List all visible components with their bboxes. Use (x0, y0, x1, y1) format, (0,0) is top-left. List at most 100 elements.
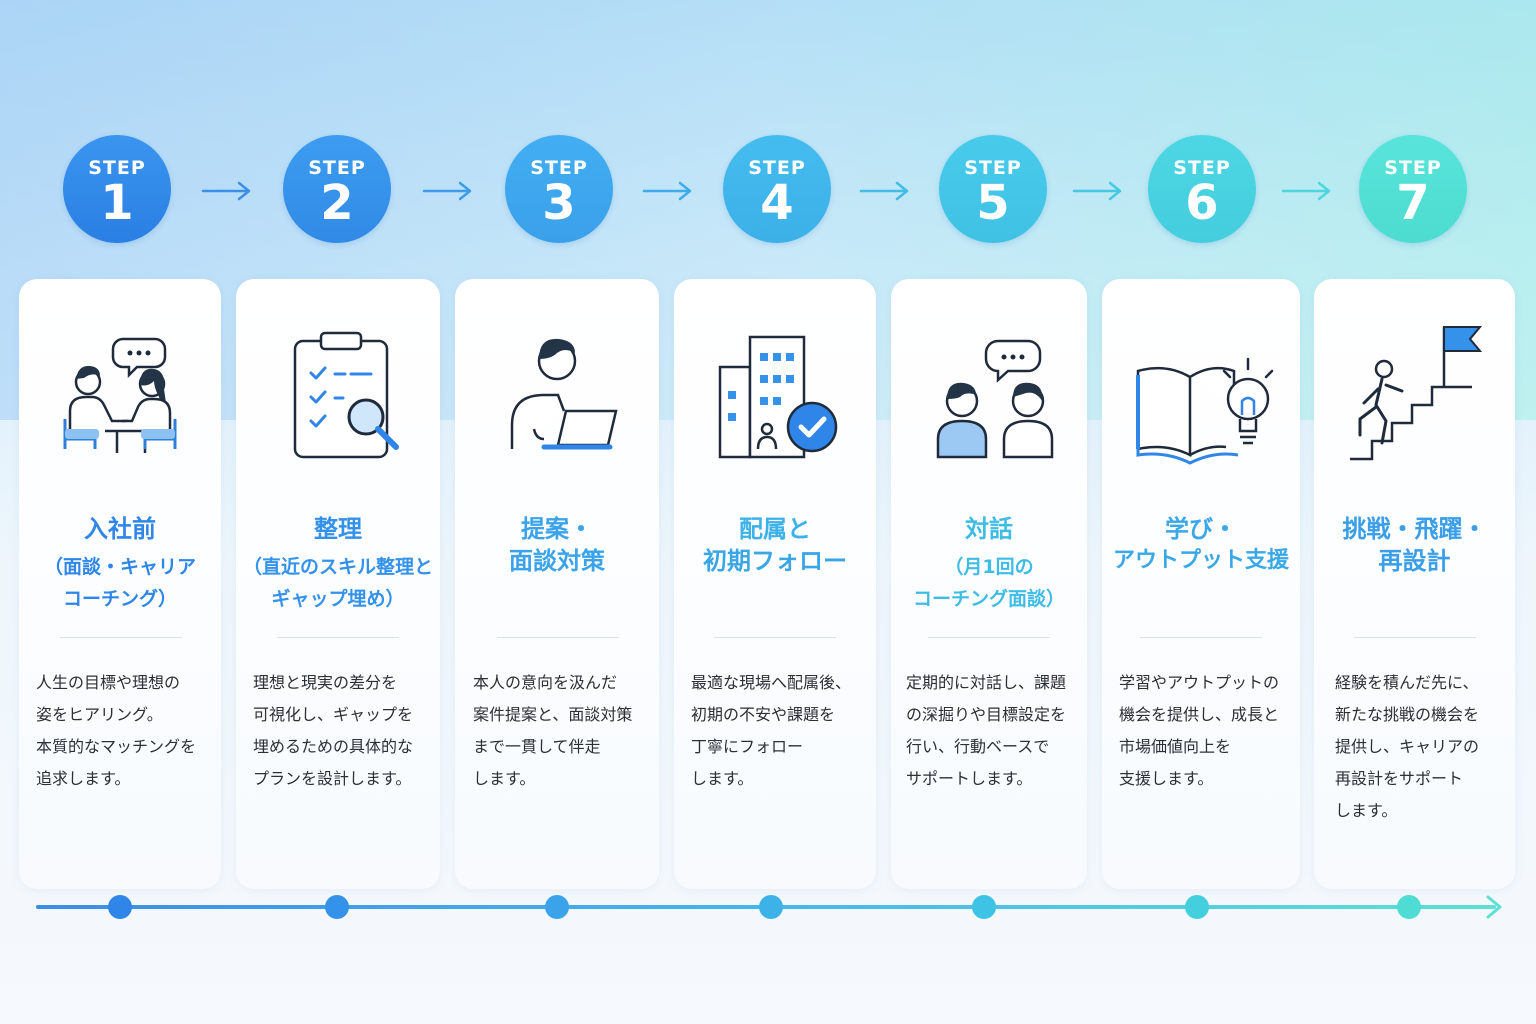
desc-line: まで一貫して伴走 (473, 737, 601, 756)
step-circle-2: STEP 2 (283, 135, 391, 243)
step-title: 挑戦・飛躍・ (1342, 515, 1487, 543)
step-label: STEP (1384, 157, 1442, 179)
step-subtitle: 再設計 (1314, 545, 1515, 577)
step-description: 経験を積んだ先に、 新たな挑戦の機会を 提供し、キャリアの 再設計をサポート し… (1335, 667, 1479, 827)
step-card-1: 入社前 （面談・キャリア コーチング） 人生の目標や理想の 姿をヒアリング。 本… (19, 279, 221, 889)
desc-line: 再設計をサポート (1335, 769, 1464, 788)
step-description: 学習やアウトプットの 機会を提供し、成長と 市場価値向上を 支援します。 (1119, 667, 1279, 795)
desc-line: の深掘りや目標設定を (906, 705, 1067, 724)
step-subtitle-line: 面談対策 (509, 547, 605, 575)
step-number: 4 (760, 175, 794, 231)
step-subtitle-line: アウトプット支援 (1112, 548, 1289, 573)
desc-line: サポートします。 (906, 769, 1033, 788)
desc-line: 最適な現場へ配属後、 (691, 673, 852, 692)
arrow-right-icon (642, 181, 692, 201)
timeline-arrow-icon (1486, 895, 1502, 919)
desc-line: 丁寧にフォロー (691, 737, 804, 756)
step-subtitle: 初期フォロー (674, 545, 876, 577)
step-number: 3 (542, 175, 576, 231)
card-divider (928, 637, 1050, 638)
step-subtitle-line: （月1回の (944, 556, 1034, 578)
step-title: 学び・ (1165, 515, 1237, 543)
timeline-dot-4 (759, 895, 783, 919)
step-circle-7: STEP 7 (1359, 135, 1467, 243)
step-card-2: 整理 （直近のスキル整理と ギャップ埋め） 理想と現実の差分を 可視化し、ギャッ… (236, 279, 440, 889)
desc-line: 市場価値向上を (1119, 737, 1232, 756)
step-card-3: 提案・ 面談対策 本人の意向を汲んだ 案件提案と、面談対策 まで一貫して伴走 し… (455, 279, 659, 889)
desc-line: 姿をヒアリング。 (36, 705, 163, 724)
desc-line: 初期の不安や課題を (691, 705, 836, 724)
step-circle-4: STEP 4 (723, 135, 831, 243)
desc-line: 可視化し、ギャップを (253, 705, 414, 724)
timeline-dot-1 (108, 895, 132, 919)
desc-line: 新たな挑戦の機会を (1335, 705, 1480, 724)
timeline-dot-2 (325, 895, 349, 919)
step-subtitle: （面談・キャリア コーチング） (19, 551, 221, 615)
desc-line: します。 (691, 769, 754, 788)
desc-line: 行い、行動ベースで (906, 737, 1050, 756)
desc-line: 追求します。 (36, 769, 131, 788)
building-check-icon (718, 335, 838, 459)
arrow-right-icon (859, 181, 909, 201)
arrow-right-icon (422, 181, 472, 201)
desc-line: 人生の目標や理想の (36, 673, 181, 692)
arrow-right-icon (201, 181, 251, 201)
desc-line: 理想と現実の差分を (253, 673, 398, 692)
timeline-dot-3 (545, 895, 569, 919)
step-card-5: 対話 （月1回の コーチング面談） 定期的に対話し、課題 の深掘りや目標設定を … (891, 279, 1087, 889)
step-title: 整理 (314, 515, 362, 543)
dialogue-people-icon (936, 339, 1054, 459)
step-label: STEP (530, 157, 588, 179)
desc-line: 定期的に対話し、課題 (906, 673, 1067, 692)
step-subtitle: （直近のスキル整理と ギャップ埋め） (236, 551, 440, 615)
step-description: 理想と現実の差分を 可視化し、ギャップを 埋めるための具体的な プランを設計しま… (253, 667, 413, 795)
card-divider (714, 637, 836, 638)
step-subtitle-line: ギャップ埋め） (271, 588, 405, 610)
desc-line: プランを設計します。 (253, 769, 412, 788)
step-title: 提案・ (521, 515, 593, 543)
timeline-dot-7 (1397, 895, 1421, 919)
interview-people-icon (63, 337, 177, 453)
step-description: 最適な現場へ配属後、 初期の不安や課題を 丁寧にフォロー します。 (691, 667, 851, 795)
desc-line: 支援します。 (1119, 769, 1214, 788)
step-label: STEP (88, 157, 146, 179)
step-subtitle-line: 再設計 (1378, 547, 1451, 575)
step-number: 2 (320, 175, 354, 231)
step-subtitle-line: 初期フォロー (703, 547, 847, 575)
step-subtitle-line: （直近のスキル整理と (242, 556, 433, 578)
step-description: 定期的に対話し、課題 の深掘りや目標設定を 行い、行動ベースで サポートします。 (906, 667, 1066, 795)
step-number: 7 (1396, 175, 1430, 231)
desc-line: 機会を提供し、成長と (1119, 705, 1280, 724)
step-subtitle: アウトプット支援 (1102, 545, 1300, 577)
arrow-right-icon (1072, 181, 1122, 201)
step-label: STEP (308, 157, 366, 179)
step-label: STEP (748, 157, 806, 179)
arrow-right-icon (1281, 181, 1331, 201)
step-description: 本人の意向を汲んだ 案件提案と、面談対策 まで一貫して伴走 します。 (473, 667, 632, 795)
step-number: 5 (976, 175, 1010, 231)
desc-line: 埋めるための具体的な (253, 737, 414, 756)
step-label: STEP (964, 157, 1022, 179)
desc-line: 本質的なマッチングを (36, 737, 197, 756)
stairs-flag-icon (1349, 326, 1482, 461)
card-divider (1140, 637, 1262, 638)
desc-line: 学習やアウトプットの (1119, 673, 1280, 692)
card-divider (277, 637, 399, 638)
clipboard-search-icon (293, 331, 399, 459)
step-subtitle-line: （面談・キャリア (43, 556, 196, 578)
card-divider (60, 637, 182, 638)
desc-line: 提供し、キャリアの (1335, 737, 1480, 756)
desc-line: 経験を積んだ先に、 (1335, 673, 1479, 692)
step-title: 対話 (965, 515, 1013, 543)
step-circle-5: STEP 5 (939, 135, 1047, 243)
step-title: 配属と (739, 515, 811, 543)
step-number: 6 (1185, 175, 1219, 231)
card-divider (497, 637, 619, 638)
desc-line: します。 (1335, 801, 1398, 820)
desc-line: 案件提案と、面談対策 (473, 705, 633, 724)
step-card-6: 学び・ アウトプット支援 学習やアウトプットの 機会を提供し、成長と 市場価値向… (1102, 279, 1300, 889)
step-number: 1 (100, 175, 134, 231)
card-divider (1354, 637, 1476, 638)
step-title: 入社前 (84, 515, 156, 543)
step-card-7: 挑戦・飛躍・ 再設計 経験を積んだ先に、 新たな挑戦の機会を 提供し、キャリアの… (1314, 279, 1515, 889)
